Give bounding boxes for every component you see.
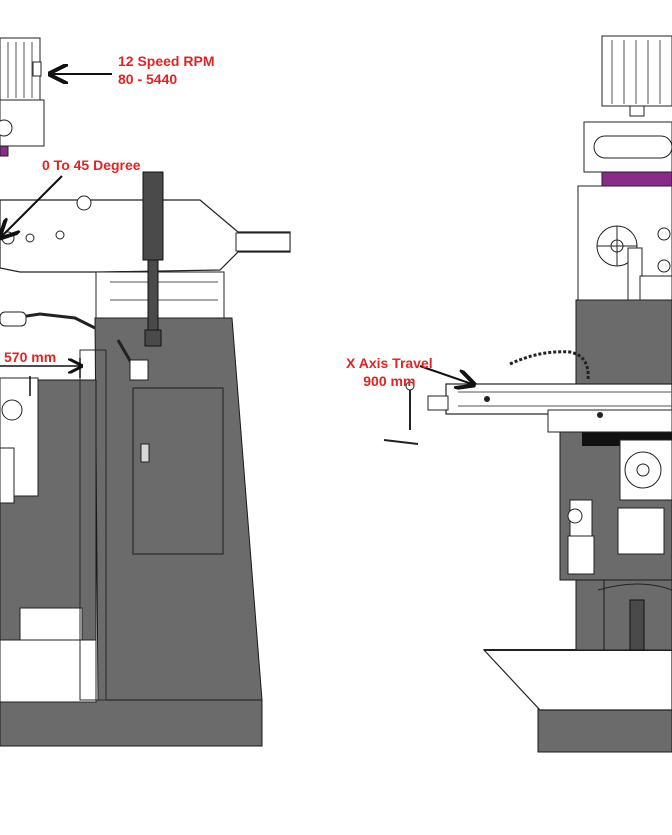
- x-travel-arrow: [419, 365, 472, 384]
- side-table-wheel: [1, 399, 23, 421]
- side-table-end: [0, 377, 39, 497]
- ram-travel-label: 570 mm: [4, 349, 57, 365]
- side-feed-lever: [129, 359, 149, 381]
- side-feed-handle: [0, 311, 27, 327]
- side-column: [94, 317, 263, 701]
- side-base-cutout: [0, 639, 97, 703]
- side-motor-band: [0, 145, 9, 157]
- front-coolant-hose: [509, 350, 590, 381]
- head-tilt-label: 0 To 45 Degree: [42, 157, 141, 173]
- side-view: [0, 37, 291, 747]
- side-turret: [95, 271, 225, 319]
- side-ram-handle-knob: [144, 329, 162, 347]
- tilt-arrow: [2, 175, 63, 236]
- side-ram-tube: [235, 232, 291, 252]
- side-lift-eye: [76, 195, 92, 211]
- x-axis-travel-line1: X Axis Travel: [346, 355, 433, 371]
- front-table-handwheel-hub: [427, 395, 449, 411]
- side-base: [0, 699, 263, 747]
- side-door-latch: [140, 443, 150, 463]
- front-table-handwheel-crank: [383, 439, 419, 445]
- x-axis-travel-line2: 900 mm: [363, 373, 416, 389]
- side-ram-handle-shaft: [147, 259, 159, 333]
- side-tilt-bolt-2: [25, 233, 35, 243]
- side-ram-screw: [55, 230, 65, 240]
- front-elevating-screw: [629, 599, 645, 651]
- side-table-bracket: [0, 447, 15, 504]
- spindle-speed-line1: 12 Speed RPM: [118, 53, 215, 69]
- side-knee-window: [19, 607, 83, 645]
- side-column-edge: [79, 349, 107, 701]
- front-elevating-box: [617, 507, 665, 555]
- side-ram-handle: [142, 171, 164, 261]
- spindle-speed-line2: 80 - 5440: [118, 71, 178, 87]
- front-view: [383, 35, 672, 753]
- spindle-speed-label: 12 Speed RPM 80 - 5440: [118, 52, 214, 88]
- front-base: [537, 705, 672, 753]
- side-door-panel: [132, 387, 224, 555]
- side-motor-switch: [32, 61, 42, 77]
- x-axis-travel-label: X Axis Travel 900 mm: [346, 354, 433, 390]
- annotation-arrows: [0, 74, 472, 396]
- front-feed-box: [619, 439, 672, 501]
- front-coolant-tray: [482, 649, 672, 711]
- front-saddle: [547, 409, 672, 433]
- front-motor-band: [601, 171, 672, 187]
- front-knee-lock: [567, 535, 595, 575]
